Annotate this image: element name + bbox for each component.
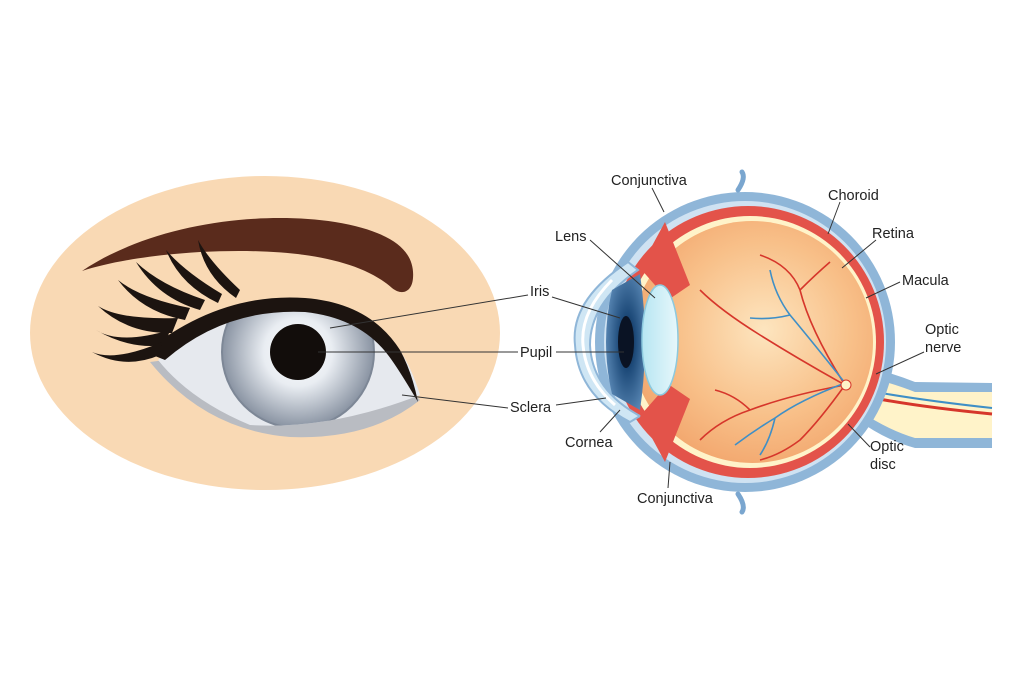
eye-cross-section bbox=[573, 169, 993, 515]
leader-lens bbox=[589, 239, 656, 299]
upper-eyelid bbox=[145, 297, 418, 402]
leader-choroid bbox=[827, 201, 841, 235]
leader-conjunctiva-top bbox=[651, 187, 665, 213]
leader-cornea bbox=[599, 409, 621, 433]
external-eye bbox=[30, 176, 500, 490]
label-conjunctiva-bottom: Conjunctiva bbox=[637, 491, 714, 507]
leader-sclera-section bbox=[555, 397, 607, 406]
leader-retina bbox=[841, 239, 877, 269]
label-optic-nerve-2: nerve bbox=[925, 340, 961, 356]
eyelashes bbox=[92, 240, 240, 362]
label-retina: Retina bbox=[872, 226, 915, 242]
label-pupil: Pupil bbox=[520, 345, 552, 361]
label-conjunctiva-top: Conjunctiva bbox=[611, 173, 688, 189]
leader-optic-nerve bbox=[875, 351, 925, 375]
label-choroid: Choroid bbox=[828, 188, 879, 204]
eyebrow bbox=[82, 218, 414, 293]
leader-optic-disc bbox=[847, 423, 871, 448]
leader-lines bbox=[318, 187, 925, 489]
label-cornea: Cornea bbox=[565, 435, 613, 451]
leader-iris-external bbox=[329, 294, 529, 329]
ciliary-body-top bbox=[640, 222, 690, 300]
pupil-external bbox=[270, 324, 326, 380]
ciliary-body-bottom bbox=[640, 384, 690, 462]
pupil-section bbox=[618, 316, 634, 368]
retinal-vessels bbox=[699, 254, 846, 461]
leader-conjunctiva-bottom bbox=[667, 461, 671, 489]
leader-sclera-external bbox=[401, 394, 509, 409]
lens-shape bbox=[641, 284, 679, 396]
cornea-highlight bbox=[581, 278, 616, 407]
cornea-shape bbox=[573, 260, 643, 424]
conjunctiva-top-shape bbox=[735, 169, 746, 193]
label-macula: Macula bbox=[902, 273, 950, 289]
leader-macula bbox=[865, 281, 901, 299]
lower-lid-shadow bbox=[150, 360, 420, 438]
label-sclera: Sclera bbox=[510, 400, 552, 416]
label-optic-nerve-1: Optic bbox=[925, 322, 959, 338]
label-optic-disc-2: disc bbox=[870, 457, 896, 473]
labels: Iris Pupil Sclera Conjunctiva Lens Corne… bbox=[510, 173, 961, 507]
label-lens: Lens bbox=[555, 229, 586, 245]
label-iris: Iris bbox=[530, 284, 549, 300]
conjunctiva-bottom-shape bbox=[735, 491, 746, 515]
optic-disc-mark bbox=[840, 379, 852, 391]
leader-iris-section bbox=[551, 296, 621, 319]
vitreous-body bbox=[631, 221, 873, 463]
label-optic-disc-1: Optic bbox=[870, 439, 904, 455]
